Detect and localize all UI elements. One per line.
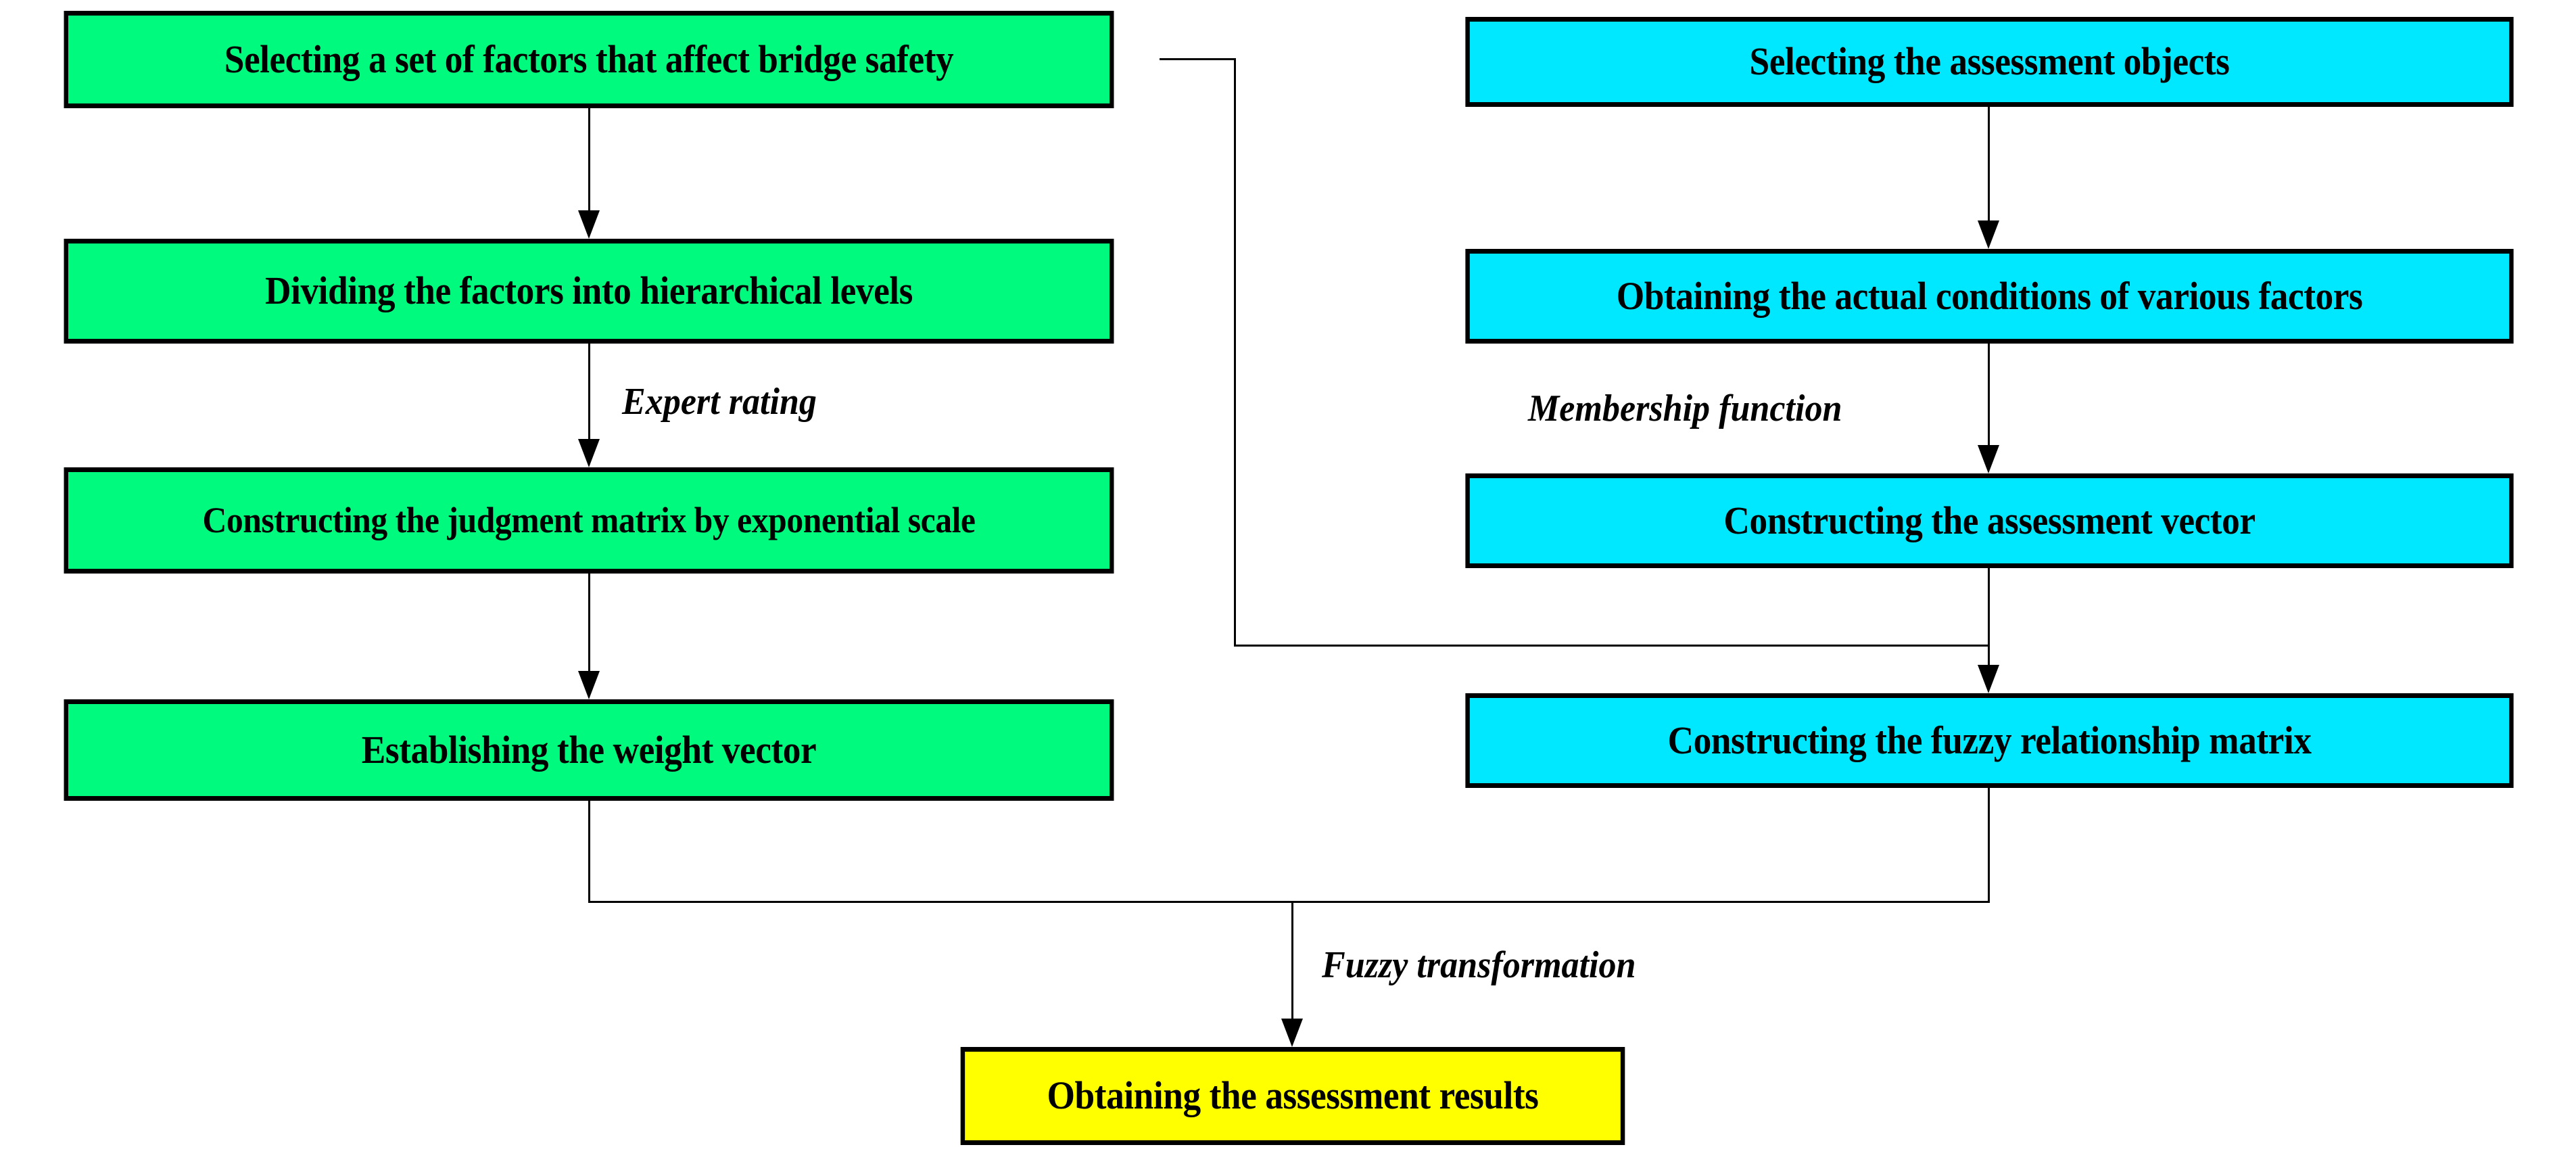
connector-left1-elbow-down <box>1234 58 1236 647</box>
node-right-2[interactable]: Obtaining the actual conditions of vario… <box>1465 249 2514 344</box>
arrowhead-left3-left4 <box>578 671 600 699</box>
node-left-4[interactable]: Establishing the weight vector <box>64 699 1114 801</box>
node-result-label: Obtaining the assessment results <box>1047 1073 1539 1118</box>
node-right-1-label: Selecting the assessment objects <box>1749 39 2230 84</box>
connector-left1-elbow-top <box>1160 58 1236 60</box>
node-left-3-label: Constructing the judgment matrix by expo… <box>202 500 976 541</box>
arrowhead-merge-result <box>1281 1019 1303 1047</box>
arrowhead-right3-right4 <box>1978 665 1999 693</box>
connector-right3-right4 <box>1988 568 1990 666</box>
node-right-1[interactable]: Selecting the assessment objects <box>1465 17 2514 107</box>
node-right-3[interactable]: Constructing the assessment vector <box>1465 473 2514 568</box>
edge-label-fuzzy-transformation: Fuzzy transformation <box>1322 944 1636 986</box>
node-right-4[interactable]: Constructing the fuzzy relationship matr… <box>1465 693 2514 788</box>
connector-left3-left4 <box>588 574 590 674</box>
node-left-1-label: Selecting a set of factors that affect b… <box>224 37 954 81</box>
node-left-3[interactable]: Constructing the judgment matrix by expo… <box>64 467 1114 574</box>
arrowhead-right1-right2 <box>1978 220 1999 249</box>
arrowhead-left1-left2 <box>578 210 600 239</box>
arrowhead-left2-left3 <box>578 439 600 467</box>
connector-right2-right3 <box>1988 344 1990 446</box>
node-result[interactable]: Obtaining the assessment results <box>960 1047 1625 1145</box>
connector-left1-elbow-join <box>1234 645 1990 647</box>
connector-left4-down <box>588 801 590 902</box>
connector-merge-bus <box>588 901 1990 903</box>
node-left-4-label: Establishing the weight vector <box>361 727 817 772</box>
edge-label-membership-function: Membership function <box>1528 388 1842 429</box>
node-right-3-label: Constructing the assessment vector <box>1723 498 2256 542</box>
connector-merge-to-result <box>1291 901 1293 1021</box>
node-right-4-label: Constructing the fuzzy relationship matr… <box>1667 718 2312 762</box>
node-left-2[interactable]: Dividing the factors into hierarchical l… <box>64 239 1114 344</box>
connector-left1-left2 <box>588 108 590 213</box>
connector-right1-right2 <box>1988 107 1990 223</box>
node-right-2-label: Obtaining the actual conditions of vario… <box>1616 273 2363 318</box>
node-left-2-label: Dividing the factors into hierarchical l… <box>265 269 913 313</box>
connector-right4-down <box>1988 788 1990 902</box>
arrowhead-right2-right3 <box>1978 445 1999 473</box>
connector-left2-left3 <box>588 344 590 442</box>
edge-label-expert-rating: Expert rating <box>622 381 817 423</box>
node-left-1[interactable]: Selecting a set of factors that affect b… <box>64 11 1114 108</box>
